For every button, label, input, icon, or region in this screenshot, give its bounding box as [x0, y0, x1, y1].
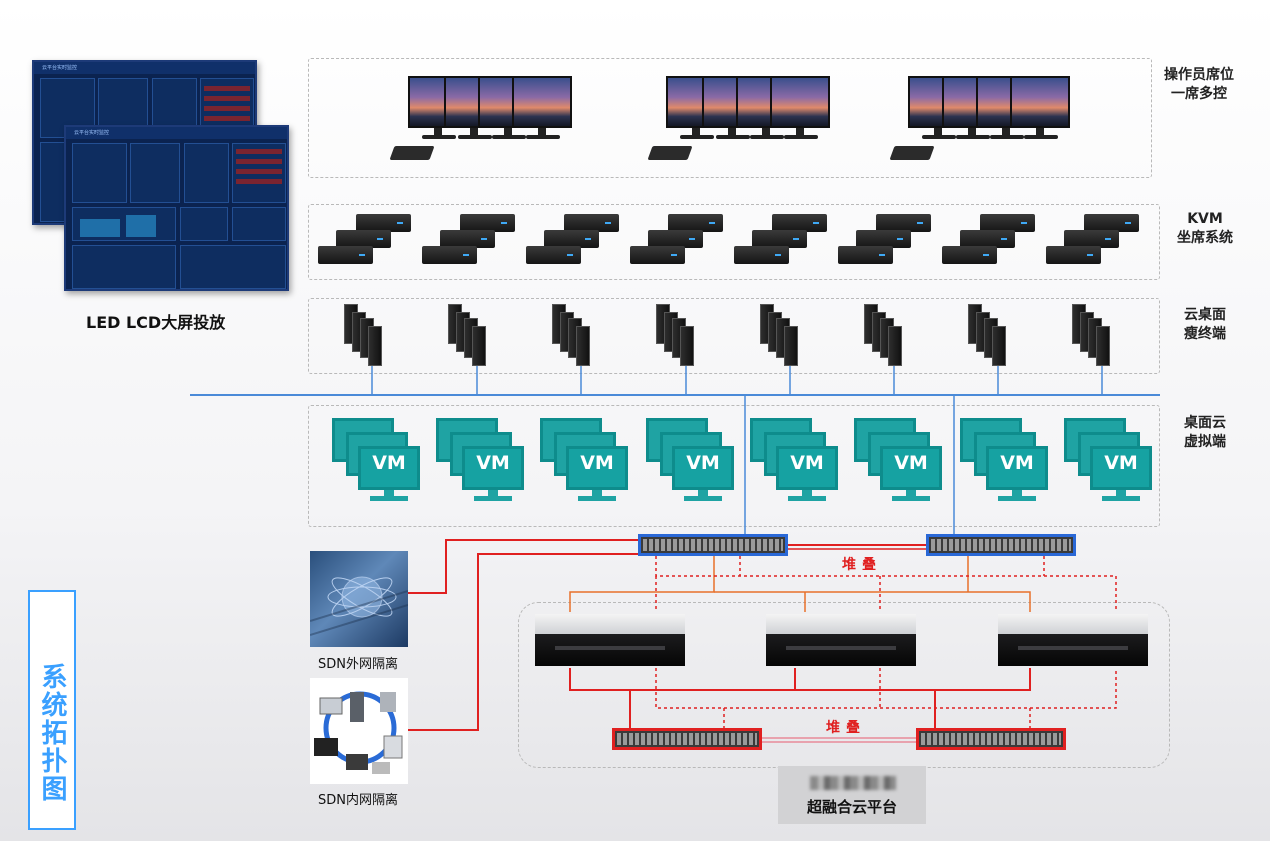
vm-label: VM — [1104, 452, 1138, 474]
sdn-outer-label: SDN外网隔离 — [318, 657, 398, 672]
system-topology-title: 系统拓扑图 — [28, 590, 76, 830]
virtual-desktop-label: 桌面云虚拟端 — [1184, 415, 1226, 450]
core-switch-2 — [926, 534, 1076, 556]
globe-icon — [309, 576, 409, 636]
vm-label: VM — [1000, 452, 1034, 474]
network-devices-icon — [314, 691, 403, 774]
platform-badge: 超融合云平台 — [778, 766, 926, 824]
vm-label: VM — [476, 452, 510, 474]
storage-switch-2 — [916, 728, 1066, 750]
dashboard-title: 云平台实时监控 — [34, 62, 255, 74]
dashboard-screen-front: 云平台实时监控 — [64, 125, 289, 291]
vm-label: VM — [894, 452, 928, 474]
led-screen-label: LED LCD大屏投放 — [86, 313, 226, 332]
operator-seat-label: 操作员席位一席多控 — [1164, 67, 1234, 102]
server-node-2 — [766, 614, 916, 666]
kvm-zone — [308, 204, 1160, 280]
server-node-3 — [998, 614, 1148, 666]
vm-label: VM — [686, 452, 720, 474]
core-switch-1 — [638, 534, 788, 556]
thin-client-zone — [308, 298, 1160, 374]
platform-label: 超融合云平台 — [806, 798, 897, 816]
operator-seat-zone — [308, 58, 1152, 178]
stack-label-bottom: 堆叠 — [826, 720, 866, 736]
sdn-inner-image — [310, 678, 408, 784]
blurred-logo — [810, 776, 896, 790]
thin-client-label: 云桌面瘦终端 — [1184, 307, 1226, 342]
sdn-inner-label: SDN内网隔离 — [318, 793, 398, 808]
vm-label: VM — [580, 452, 614, 474]
vm-label: VM — [372, 452, 406, 474]
virtual-desktop-zone — [308, 405, 1160, 527]
dashboard-title: 云平台实时监控 — [66, 127, 287, 139]
vm-label: VM — [790, 452, 824, 474]
stack-label-top: 堆叠 — [842, 557, 882, 573]
storage-switch-1 — [612, 728, 762, 750]
server-node-1 — [535, 614, 685, 666]
sdn-outer-image — [309, 551, 409, 647]
